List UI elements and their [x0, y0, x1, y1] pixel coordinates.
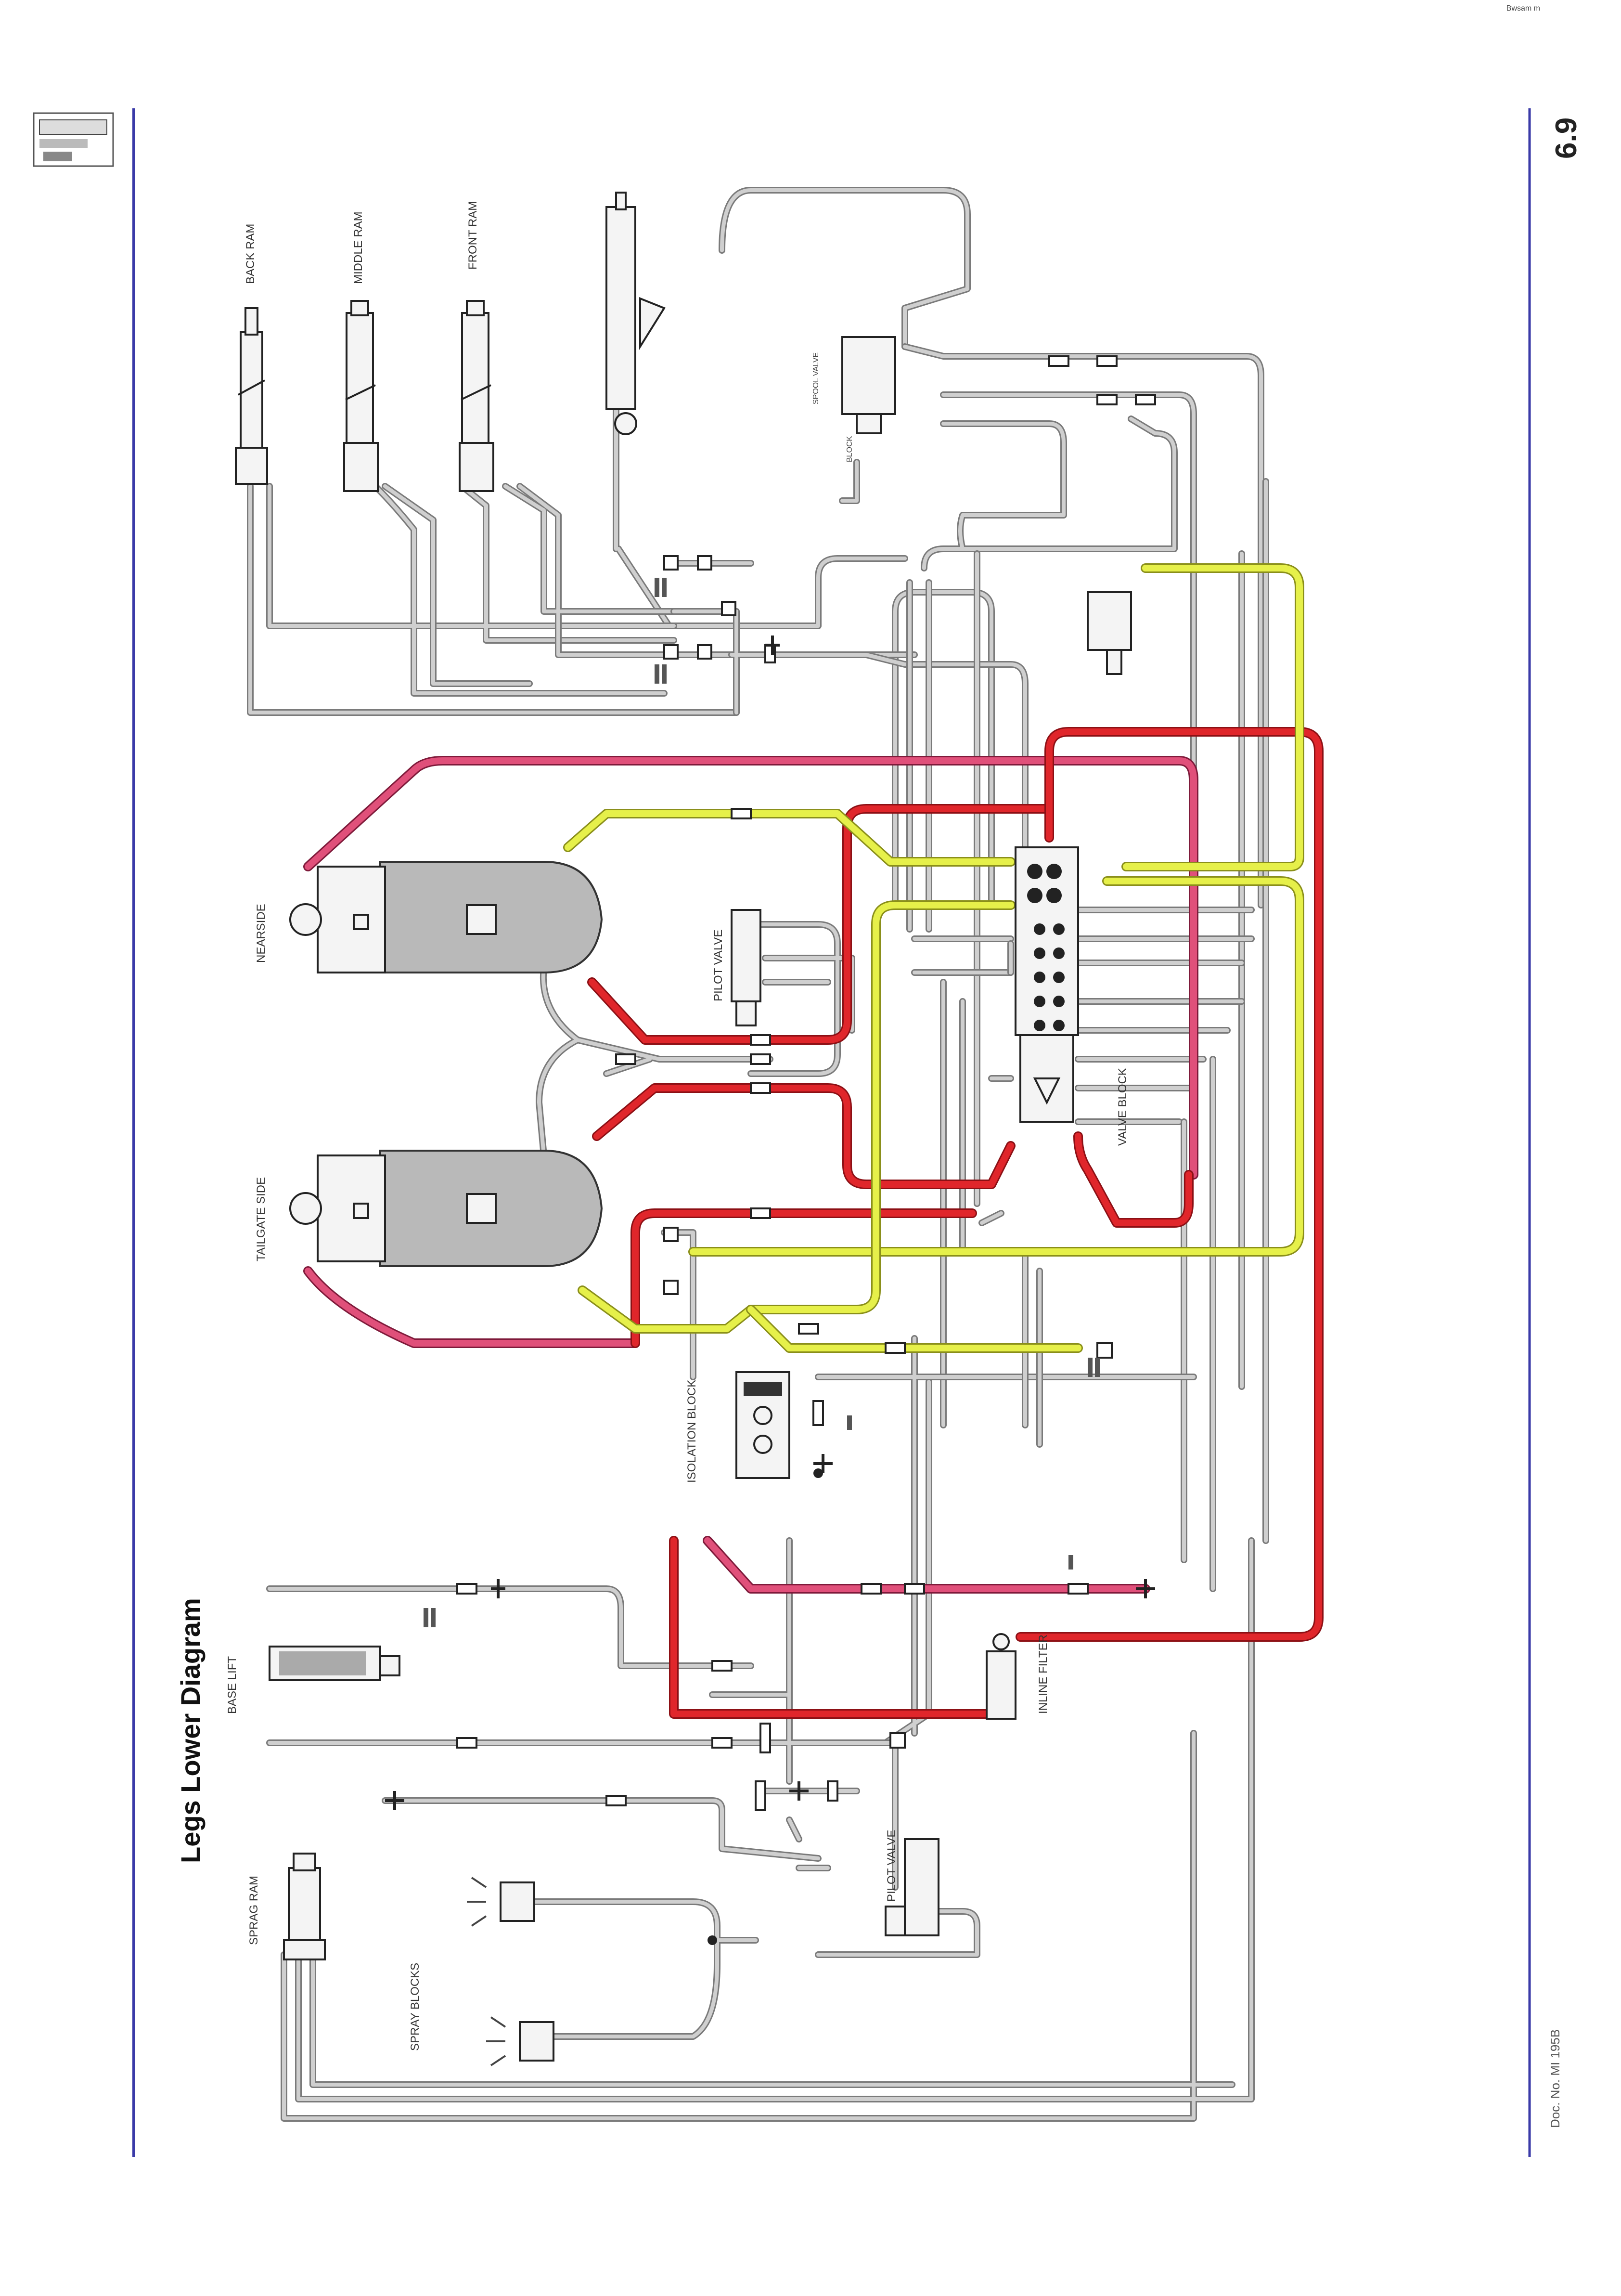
isolation-block-label: ISOLATION BLOCK [685, 1380, 698, 1483]
nearside-cylinder: NEARSIDE [255, 861, 603, 973]
tailgate-cylinder: TAILGATE SIDE [255, 1150, 603, 1267]
tailgate-side-label: TAILGATE SIDE [255, 1177, 268, 1261]
diagram-title: Legs Lower Diagram [175, 1598, 206, 1863]
valve-block: VALVE BLOCK [1015, 846, 1129, 1146]
middle-ram-label: MIDDLE RAM [352, 211, 365, 284]
sprag-ram-label: SPRAG RAM [247, 1876, 260, 1945]
base-lift-label: BASE LIFT [226, 1656, 239, 1714]
inline-filter-label: INLINE FILTER [1037, 1634, 1050, 1714]
section-number: 6.9 [1550, 117, 1583, 159]
check-valve-block [1087, 591, 1132, 675]
spray-blocks-label: SPRAY BLOCKS [409, 1963, 422, 2051]
svg-text:SPOOL VALVE: SPOOL VALVE [812, 352, 820, 404]
pressure-valve: SPOOL VALVE BLOCK [812, 336, 896, 462]
nearside-label: NEARSIDE [255, 904, 268, 963]
back-ram-label: BACK RAM [244, 224, 257, 284]
top-right-note: Bwsam m [1506, 4, 1540, 13]
pilot-valve-upper-label: PILOT VALVE [712, 930, 725, 1001]
base-lift: BASE LIFT [226, 1646, 400, 1714]
pilot-valve-lower-label: PILOT VALVE [885, 1830, 898, 1902]
pilot-valve-lower: PILOT VALVE [885, 1830, 939, 1936]
hose-network-pressure [303, 563, 1324, 1719]
sprag-ram: SPRAG RAM [247, 1853, 326, 1960]
footer-doc-ref: Doc. No. MI 195B [1548, 2029, 1562, 2128]
small-annotations [424, 578, 1100, 1627]
pilot-valve-upper: PILOT VALVE [712, 909, 761, 1026]
back-ram: BACK RAM [235, 224, 268, 485]
logo-icon [33, 112, 114, 167]
tailgate-ram [605, 192, 666, 435]
middle-ram: MIDDLE RAM [343, 211, 379, 492]
isolation-block: ISOLATION BLOCK [685, 1371, 790, 1483]
spray-blocks: SPRAY BLOCKS [409, 1877, 554, 2066]
svg-text:BLOCK: BLOCK [846, 436, 854, 462]
valve-block-label: VALVE BLOCK [1116, 1068, 1129, 1146]
inline-filter: INLINE FILTER [986, 1633, 1050, 1720]
fittings [385, 355, 1156, 1945]
front-ram-label: FRONT RAM [466, 201, 479, 270]
front-ram: FRONT RAM [459, 201, 494, 492]
